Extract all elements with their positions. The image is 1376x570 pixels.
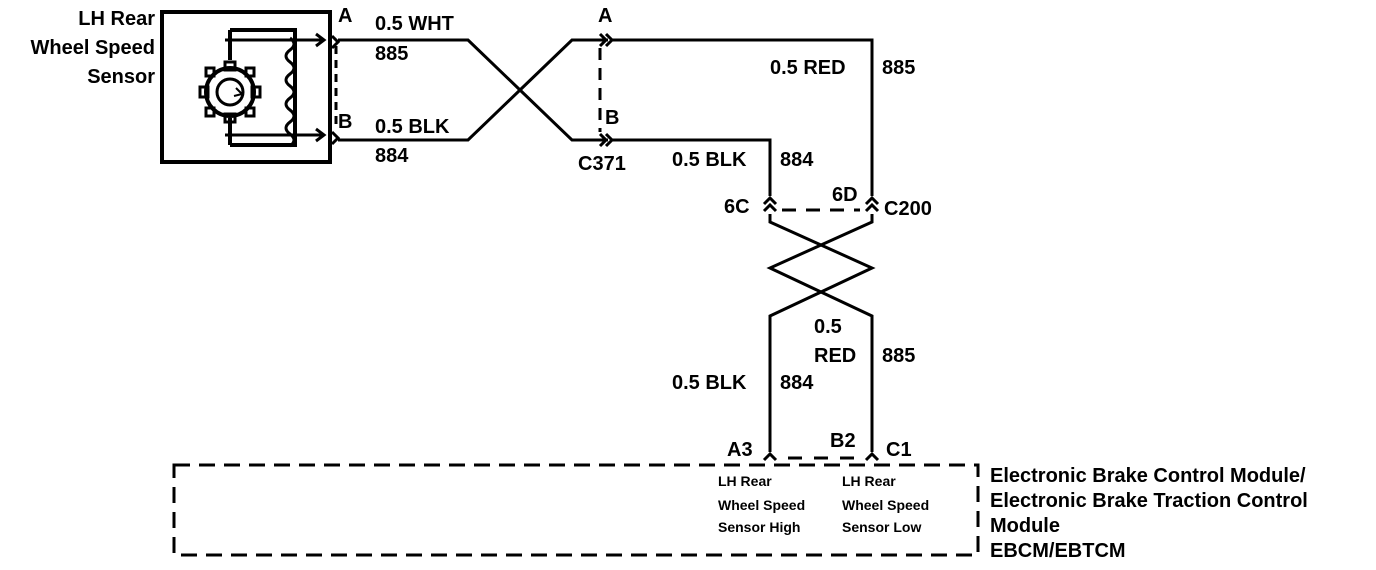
sensor-housing: [160, 10, 332, 164]
module-pin-a3-label: A3: [727, 439, 753, 461]
module-name-line3: Module: [990, 515, 1060, 537]
twisted-pair-upper: [338, 38, 608, 142]
wire-red-lower-circuit: 885: [882, 345, 915, 367]
wire-red-lower-color: RED: [814, 345, 856, 367]
sensor-name-line1: LH Rear: [78, 8, 155, 30]
wire-wht-size-color: 0.5 WHT: [375, 13, 454, 35]
sensor-pin-b-connector: [330, 130, 341, 146]
module-pin-c1-connector: [864, 451, 880, 462]
wheel-speed-sensor: [160, 10, 332, 164]
wire-blk-884-mid: [612, 138, 772, 196]
wire-blk-lower-circuit: 884: [780, 372, 814, 394]
wire-blk-884-lower: [768, 214, 876, 452]
module-pin-c1-label: C1: [886, 439, 912, 461]
sensor-pin-b-label: B: [338, 111, 352, 133]
pin-low-desc-line2: Wheel Speed: [842, 497, 929, 513]
wire-blk-mid-size-color: 0.5 BLK: [672, 149, 747, 171]
pin-high-desc-line3: Sensor High: [718, 519, 800, 535]
c200-pin-6d-label: 6D: [832, 184, 858, 206]
wire-blk-mid-circuit: 884: [780, 149, 814, 171]
wire-red-885-upper: [612, 38, 874, 196]
module-name-line2: Electronic Brake Traction Control: [990, 490, 1308, 512]
wire-wht-circuit: 885: [375, 43, 408, 65]
wire-blk-circuit: 884: [375, 145, 409, 167]
module-pin-a3-connector: [762, 451, 778, 462]
wire-blk-size-color: 0.5 BLK: [375, 116, 450, 138]
c371-pin-a-label: A: [598, 5, 612, 27]
sensor-pin-a-label: A: [338, 5, 352, 27]
pin-high-desc-line1: LH Rear: [718, 473, 772, 489]
module-name-line1: Electronic Brake Control Module/: [990, 465, 1306, 487]
tone-wheel-icon: [198, 60, 262, 124]
sensor-name-line3: Sensor: [87, 66, 155, 88]
c200-pin-6d: [864, 195, 880, 213]
module-name-line4: EBCM/EBTCM: [990, 540, 1126, 562]
connector-c200: [762, 195, 880, 213]
wire-red-885-lower: [766, 214, 874, 452]
wire-blk-884: [338, 38, 608, 142]
c371-id-label: C371: [578, 153, 626, 175]
wire-red-upper-size-color: 0.5 RED: [770, 57, 846, 79]
sensor-pin-a-connector: [330, 34, 341, 50]
twisted-pair-lower: [766, 214, 876, 452]
sensor-name-line2: Wheel Speed: [31, 37, 155, 59]
c200-id-label: C200: [884, 198, 932, 220]
module-pin-b2-label: B2: [830, 430, 856, 452]
c200-pin-6c-label: 6C: [724, 196, 750, 218]
connector-c371: [598, 32, 615, 148]
c371-pin-b-label: B: [605, 107, 619, 129]
pin-low-desc-line3: Sensor Low: [842, 519, 921, 535]
wire-blk-lower-size-color: 0.5 BLK: [672, 372, 747, 394]
pin-high-desc-line2: Wheel Speed: [718, 497, 805, 513]
ebcm-module-box: [172, 463, 980, 557]
wire-red-lower-size: 0.5: [814, 316, 842, 338]
pin-low-desc-line1: LH Rear: [842, 473, 896, 489]
wire-red-upper-circuit: 885: [882, 57, 915, 79]
c200-pin-6c: [762, 195, 778, 213]
